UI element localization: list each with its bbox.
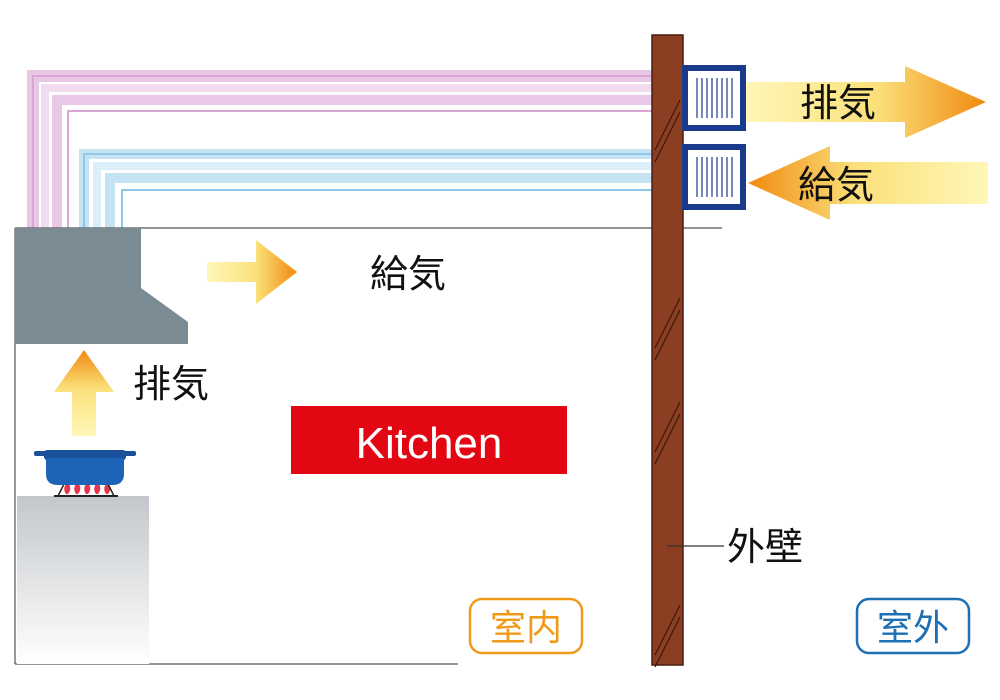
outdoor-label: 室外 — [877, 608, 949, 649]
outer-wall — [651, 34, 684, 668]
exhaust-duct — [27, 70, 652, 228]
range-hood-icon — [15, 228, 188, 344]
supply-arrow-outdoor — [748, 146, 988, 220]
counter — [17, 496, 149, 664]
indoor-badge — [468, 597, 584, 655]
supply-label-outdoor: 給気 — [798, 163, 874, 207]
outer-wall-label: 外壁 — [727, 525, 803, 569]
supply-arrow-indoor — [207, 240, 297, 304]
supply-duct — [79, 149, 652, 228]
supply-label-indoor: 給気 — [370, 252, 446, 296]
pot-icon — [34, 450, 136, 485]
exhaust-vent-icon — [682, 65, 746, 131]
supply-vent-icon — [682, 144, 746, 210]
kitchen-label: Kitchen — [356, 419, 503, 468]
indoor-label: 室内 — [490, 608, 562, 649]
exhaust-label-indoor: 排気 — [133, 362, 209, 406]
outdoor-badge — [855, 597, 971, 655]
exhaust-label-outdoor: 排気 — [800, 81, 876, 125]
exhaust-arrow-indoor — [54, 350, 114, 436]
kitchen-banner — [291, 406, 567, 474]
exhaust-arrow-outdoor — [745, 66, 986, 138]
